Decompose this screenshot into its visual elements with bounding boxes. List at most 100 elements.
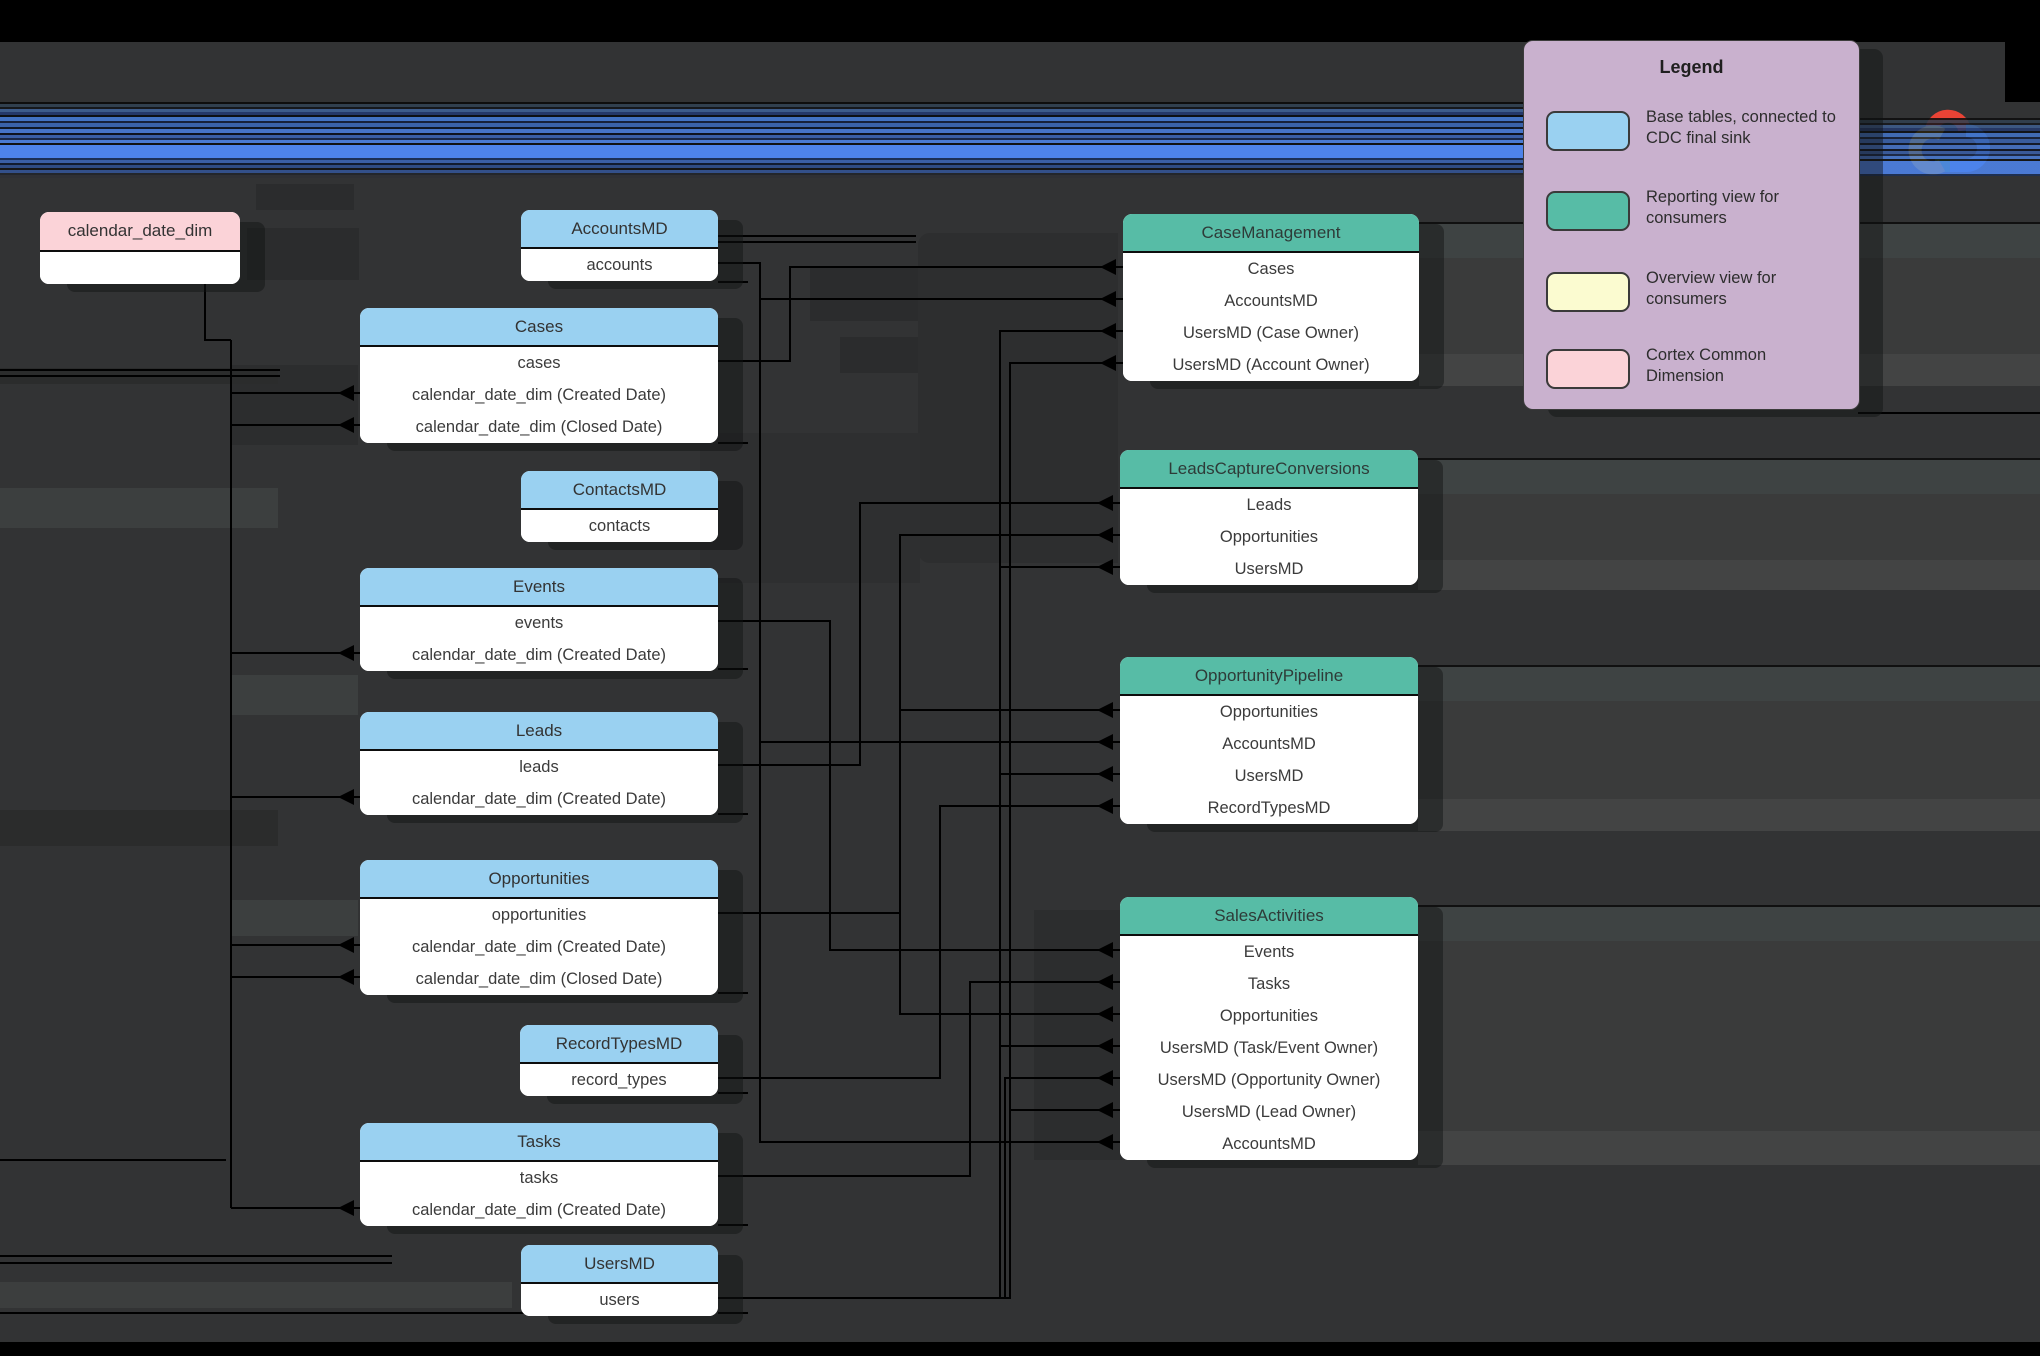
table-leads: Leads leads calendar_date_dim (Created D… — [360, 712, 718, 815]
view-row: Tasks — [1120, 968, 1418, 1000]
artifact — [256, 184, 354, 210]
table-row: calendar_date_dim (Closed Date) — [360, 963, 718, 995]
artifact — [810, 267, 920, 321]
top-black-band — [0, 0, 2040, 42]
legend-item-overview-view: Overview view for consumers — [1546, 269, 1846, 328]
view-row: UsersMD (Account Owner) — [1123, 349, 1419, 381]
view-opportunitypipeline: OpportunityPipeline Opportunities Accoun… — [1120, 657, 1418, 824]
view-row: UsersMD (Task/Event Owner) — [1120, 1032, 1418, 1064]
table-title: Tasks — [360, 1123, 718, 1162]
table-recordtypesmd: RecordTypesMD record_types — [520, 1025, 718, 1096]
table-cases: Cases cases calendar_date_dim (Created D… — [360, 308, 718, 443]
table-contactsmd: ContactsMD contacts — [521, 471, 718, 542]
view-title: CaseManagement — [1123, 214, 1419, 253]
artifact — [1418, 494, 2040, 560]
table-title: UsersMD — [521, 1245, 718, 1284]
table-row: calendar_date_dim (Created Date) — [360, 1194, 718, 1226]
bottom-black-band — [0, 1342, 2040, 1356]
table-body-empty — [40, 252, 240, 284]
table-opportunities: Opportunities opportunities calendar_dat… — [360, 860, 718, 995]
artifact — [918, 233, 1118, 563]
artifact — [0, 1282, 512, 1308]
view-row: UsersMD — [1120, 760, 1418, 792]
view-row: AccountsMD — [1120, 1128, 1418, 1160]
cortex-dimension-swatch — [1546, 349, 1630, 389]
view-row: UsersMD (Case Owner) — [1123, 317, 1419, 349]
table-row: opportunities — [360, 899, 718, 931]
table-title: Opportunities — [360, 860, 718, 899]
table-title: ContactsMD — [521, 471, 718, 510]
table-title: calendar_date_dim — [40, 212, 240, 252]
artifact — [1418, 665, 2040, 703]
view-row: Opportunities — [1120, 696, 1418, 728]
arrowheads — [338, 259, 1116, 1216]
table-calendar-date-dim: calendar_date_dim — [40, 212, 240, 284]
legend-item-reporting-view: Reporting view for consumers — [1546, 188, 1846, 247]
table-row: record_types — [520, 1064, 718, 1096]
artifact — [230, 675, 358, 715]
table-title: Cases — [360, 308, 718, 347]
view-row: AccountsMD — [1120, 728, 1418, 760]
table-usersmd: UsersMD users — [521, 1245, 718, 1316]
table-row: calendar_date_dim (Created Date) — [360, 783, 718, 815]
view-row: UsersMD (Lead Owner) — [1120, 1096, 1418, 1128]
table-row: accounts — [521, 249, 718, 281]
view-row: UsersMD (Opportunity Owner) — [1120, 1064, 1418, 1096]
artifact — [230, 900, 358, 936]
table-row: events — [360, 607, 718, 639]
view-row: Opportunities — [1120, 1000, 1418, 1032]
legend-label: Overview view for consumers — [1646, 269, 1777, 309]
artifact — [1418, 701, 2040, 799]
table-row: users — [521, 1284, 718, 1316]
artifact — [840, 337, 920, 373]
table-accountsmd: AccountsMD accounts — [521, 210, 718, 281]
glitch-stripe-band-right — [1858, 118, 2040, 176]
view-title: SalesActivities — [1120, 897, 1418, 936]
legend-label: Base tables, connected to CDC final sink — [1646, 108, 1836, 148]
artifact — [1418, 1131, 2040, 1165]
table-row: cases — [360, 347, 718, 379]
table-tasks: Tasks tasks calendar_date_dim (Created D… — [360, 1123, 718, 1226]
reporting-view-swatch — [1546, 191, 1630, 231]
table-row: calendar_date_dim (Created Date) — [360, 931, 718, 963]
table-title: Leads — [360, 712, 718, 751]
view-title: OpportunityPipeline — [1120, 657, 1418, 696]
table-row: calendar_date_dim (Created Date) — [360, 639, 718, 671]
view-row: Cases — [1123, 253, 1419, 285]
artifact — [1418, 458, 2040, 496]
overview-view-swatch — [1546, 272, 1630, 312]
artifact — [247, 228, 359, 280]
view-row: UsersMD — [1120, 553, 1418, 585]
view-title: LeadsCaptureConversions — [1120, 450, 1418, 489]
legend-item-base-tables: Base tables, connected to CDC final sink — [1546, 108, 1846, 167]
view-row: Events — [1120, 936, 1418, 968]
view-casemanagement: CaseManagement Cases AccountsMD UsersMD … — [1123, 214, 1419, 381]
table-title: RecordTypesMD — [520, 1025, 718, 1064]
table-row: tasks — [360, 1162, 718, 1194]
table-events: Events events calendar_date_dim (Created… — [360, 568, 718, 671]
base-table-swatch — [1546, 111, 1630, 151]
view-row: Leads — [1120, 489, 1418, 521]
view-row: Opportunities — [1120, 521, 1418, 553]
table-title: AccountsMD — [521, 210, 718, 249]
view-salesactivities: SalesActivities Events Tasks Opportuniti… — [1120, 897, 1418, 1160]
legend-label: Cortex Common Dimension — [1646, 346, 1767, 386]
legend-item-cortex-dimension: Cortex Common Dimension — [1546, 346, 1846, 405]
view-row: AccountsMD — [1123, 285, 1419, 317]
table-title: Events — [360, 568, 718, 607]
table-row: calendar_date_dim (Closed Date) — [360, 411, 718, 443]
artifact — [1418, 799, 2040, 831]
artifact — [1418, 905, 2040, 943]
legend-title: Legend — [1659, 57, 1724, 77]
artifact — [1418, 941, 2040, 1131]
table-row: calendar_date_dim (Created Date) — [360, 379, 718, 411]
legend-label: Reporting view for consumers — [1646, 188, 1779, 228]
legend-panel: Legend Base tables, connected to CDC fin… — [1523, 40, 1860, 410]
view-row: RecordTypesMD — [1120, 792, 1418, 824]
table-row: contacts — [521, 510, 718, 542]
glitch-stripe-band — [0, 102, 1523, 178]
artifact — [700, 433, 920, 583]
top-right-black-band — [2005, 0, 2040, 102]
